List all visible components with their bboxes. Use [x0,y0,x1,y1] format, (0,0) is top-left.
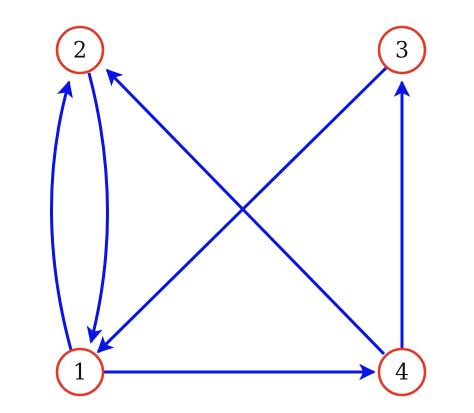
node-4-circle [377,347,427,397]
node-2: 2 [55,25,105,75]
node-1: 1 [55,347,105,397]
node-3-circle [377,25,427,75]
node-1-circle [55,347,105,397]
node-4-label: 4 [395,361,409,386]
node-3: 3 [377,25,427,75]
edge-1-to-2 [50,80,73,351]
node-1-label: 1 [73,361,87,386]
node-4: 4 [377,347,427,397]
node-2-circle [55,25,105,75]
edge-4-to-2 [105,68,386,356]
edges-group [50,66,411,381]
edge-2-to-1 [86,72,109,344]
node-3-label: 3 [395,39,409,64]
node-2-label: 2 [73,39,87,64]
